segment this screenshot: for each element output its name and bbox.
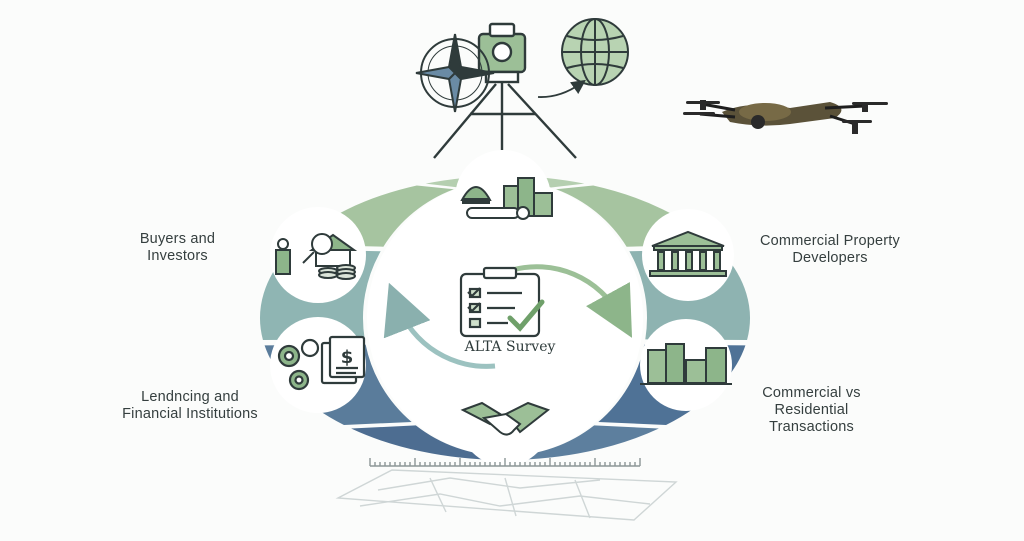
label-line: Investors <box>147 248 208 264</box>
label-line: Lendncing and <box>141 389 239 405</box>
svg-text:$: $ <box>341 347 354 368</box>
engineer-buildings-icon <box>455 150 553 246</box>
bank-icon <box>642 209 734 301</box>
drone-icon <box>683 100 888 134</box>
ring-segment-bottom-right <box>507 425 659 460</box>
label-line: Developers <box>792 250 868 266</box>
label-line: Commercial Property <box>760 233 900 249</box>
label-buyers-investors: Buyers and Investors <box>110 231 245 265</box>
cycle-arrow-right <box>511 264 633 338</box>
survey-tripod-icon <box>433 22 577 159</box>
label-line: Commercial vs <box>762 385 861 401</box>
label-transactions: Commercial vs Residential Transactions <box>724 385 899 436</box>
instrument-to-globe-arrow <box>537 79 586 98</box>
finance-gears-icon: $ <box>270 317 366 413</box>
label-line: Financial Institutions <box>122 406 258 422</box>
center-title: ALTA Survey <box>464 339 556 355</box>
city-buildings-icon <box>640 319 732 411</box>
globe-icon <box>561 18 629 86</box>
ring-segment-bottom <box>351 425 503 460</box>
cycle-arrow-left <box>383 282 496 369</box>
handshake-icon <box>459 374 551 466</box>
checklist-clipboard-icon <box>459 266 545 338</box>
label-commercial-developers: Commercial Property Developers <box>720 233 940 267</box>
label-line: Residential <box>774 402 849 418</box>
label-lending-institutions: Lendncing and Financial Institutions <box>80 389 300 423</box>
label-line: Transactions <box>769 419 854 435</box>
label-line: Buyers and <box>139 231 216 247</box>
site-plan-map-icon <box>335 469 678 521</box>
compass-rose-icon <box>415 33 495 113</box>
scale-ruler-icon <box>369 458 641 467</box>
investor-house-icon <box>270 207 366 303</box>
